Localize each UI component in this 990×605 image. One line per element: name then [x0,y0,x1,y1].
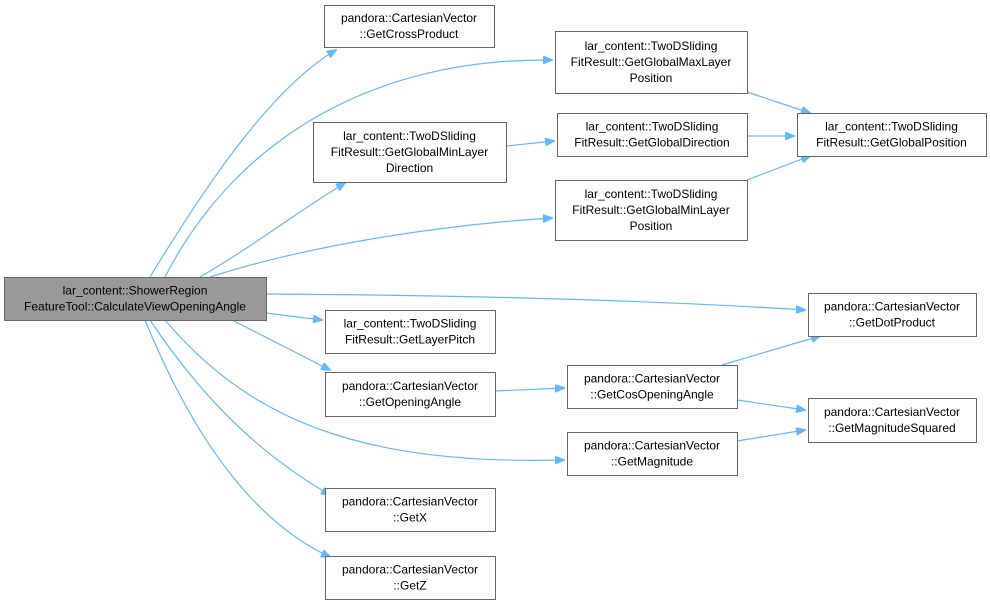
node-getX[interactable]: pandora::CartesianVector::GetX [325,488,496,532]
node-box [567,365,738,409]
edge-getCosOpeningAngle-to-getDotProduct [721,336,820,366]
node-label-line: ::GetMagnitudeSquared [828,421,955,435]
node-box [797,113,987,157]
node-getGlobalMinLayerPosition[interactable]: lar_content::TwoDSlidingFitResult::GetGl… [555,180,748,241]
node-label-line: ::GetX [393,511,427,525]
node-box [808,398,977,443]
node-label-line: lar_content::ShowerRegion [63,284,208,298]
edge-root-to-getCrossProduct [149,50,336,278]
node-box [325,488,496,532]
node-label-line: lar_content::TwoDSliding [586,120,719,134]
node-label-line: pandora::CartesianVector [824,405,960,419]
edge-getMagnitude-to-getMagnitudeSquared [736,430,805,442]
node-box [325,556,496,600]
node-box [313,122,507,183]
node-label-line: ::GetDotProduct [849,316,936,330]
node-box [555,31,748,94]
node-label-line: pandora::CartesianVector [824,300,960,314]
edge-root-to-getZ [144,319,330,557]
node-label-line: ::GetCrossProduct [360,27,459,41]
node-label-line: FitResult::GetGlobalMaxLayer [571,55,732,69]
node-root[interactable]: lar_content::ShowerRegionFeatureTool::Ca… [4,277,267,321]
node-box [325,310,496,354]
node-getDotProduct[interactable]: pandora::CartesianVector::GetDotProduct [808,293,977,337]
node-getCosOpeningAngle[interactable]: pandora::CartesianVector::GetCosOpeningA… [567,365,738,409]
node-label-line: pandora::CartesianVector [342,495,478,509]
node-getGlobalDirection[interactable]: lar_content::TwoDSlidingFitResult::GetGl… [557,113,748,157]
node-label-line: ::GetMagnitude [611,455,693,469]
edge-getGlobalMaxLayerPosition-to-getGlobalPosition [746,91,810,113]
node-label-line: ::GetCosOpeningAngle [590,388,714,402]
edge-root-to-getGlobalMinLayerDirection [199,183,345,278]
node-box [567,432,738,476]
node-label-line: Position [630,71,673,85]
edge-getGlobalMinLayerPosition-to-getGlobalPosition [746,156,810,181]
edge-root-to-getLayerPitch [265,312,322,320]
node-label-line: FeatureTool::CalculateViewOpeningAngle [24,300,246,314]
edge-root-to-getGlobalMaxLayerPosition [164,60,552,278]
edge-root-to-getMagnitude [164,319,564,460]
node-label-line: pandora::CartesianVector [584,439,720,453]
node-label-line: Direction [386,161,433,175]
node-getMagnitudeSquared[interactable]: pandora::CartesianVector::GetMagnitudeSq… [808,398,977,443]
node-box [4,277,267,321]
nodes-layer: lar_content::ShowerRegionFeatureTool::Ca… [4,5,987,600]
node-label-line: Position [630,219,673,233]
edges-layer [144,50,820,557]
node-getMagnitude[interactable]: pandora::CartesianVector::GetMagnitude [567,432,738,476]
node-label-line: pandora::CartesianVector [342,379,478,393]
node-label-line: lar_content::TwoDSliding [585,39,718,53]
node-label-line: FitResult::GetLayerPitch [345,333,475,347]
edge-getCosOpeningAngle-to-getMagnitudeSquared [736,399,805,410]
node-label-line: FitResult::GetGlobalPosition [816,136,967,150]
node-box [555,180,748,241]
node-label-line: pandora::CartesianVector [341,11,477,25]
edge-getOpeningAngle-to-getCosOpeningAngle [494,388,564,391]
node-getCrossProduct[interactable]: pandora::CartesianVector::GetCrossProduc… [324,5,495,48]
node-getLayerPitch[interactable]: lar_content::TwoDSlidingFitResult::GetLa… [325,310,496,354]
node-box [557,113,748,157]
edge-root-to-getOpeningAngle [231,319,330,370]
node-label-line: ::GetOpeningAngle [359,395,461,409]
node-label-line: FitResult::GetGlobalMinLayer [572,203,729,217]
node-label-line: ::GetZ [393,579,426,593]
node-box [325,372,496,417]
edge-getGlobalMinLayerDirection-to-getGlobalDirection [505,141,554,147]
node-label-line: FitResult::GetGlobalDirection [574,136,729,150]
node-getGlobalMinLayerDirection[interactable]: lar_content::TwoDSlidingFitResult::GetGl… [313,122,507,183]
node-label-line: FitResult::GetGlobalMinLayer [331,145,488,159]
node-getZ[interactable]: pandora::CartesianVector::GetZ [325,556,496,600]
node-label-line: pandora::CartesianVector [584,372,720,386]
node-label-line: pandora::CartesianVector [342,563,478,577]
node-getGlobalPosition[interactable]: lar_content::TwoDSlidingFitResult::GetGl… [797,113,987,157]
edge-root-to-getX [149,319,330,495]
node-label-line: lar_content::TwoDSliding [585,187,718,201]
node-box [324,5,495,48]
node-label-line: lar_content::TwoDSliding [825,120,958,134]
edge-root-to-getDotProduct [265,293,805,310]
node-box [808,293,977,337]
edge-root-to-getGlobalMinLayerPosition [209,218,552,278]
node-getGlobalMaxLayerPosition[interactable]: lar_content::TwoDSlidingFitResult::GetGl… [555,31,748,94]
node-getOpeningAngle[interactable]: pandora::CartesianVector::GetOpeningAngl… [325,372,496,417]
node-label-line: lar_content::TwoDSliding [344,317,477,331]
node-label-line: lar_content::TwoDSliding [343,129,476,143]
